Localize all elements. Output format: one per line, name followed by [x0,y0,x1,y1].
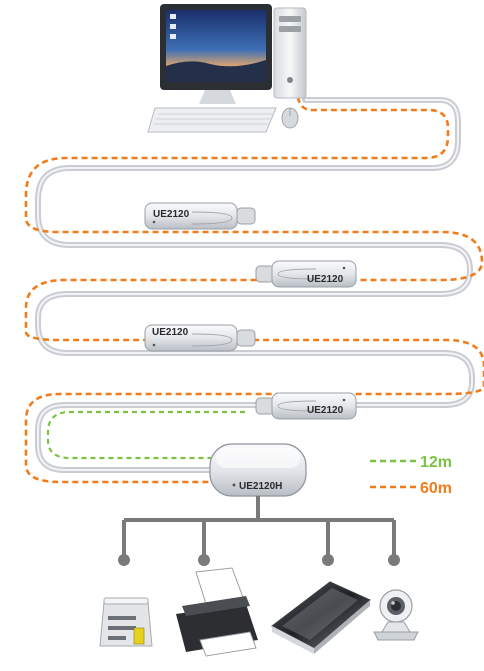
legend-label-12m: 12m [420,454,452,471]
computer-icon [147,4,307,133]
extender-3-label: UE2120 [152,327,189,338]
extender-3: UE2120 [144,324,256,352]
extender-1: UE2120 [144,202,256,230]
device-tree [122,496,396,556]
usb-hub: UE2120H [209,443,307,497]
legend-label-60m: 60m [420,480,452,497]
webcam-icon [373,589,419,641]
extender-1-label: UE2120 [153,209,190,220]
scanner-icon [271,581,371,654]
hub-label: UE2120H [239,481,282,492]
extender-2: UE2120 [255,260,357,288]
card-reader-icon [99,597,153,647]
usb-cable [35,97,475,473]
extender-2-label: UE2120 [307,274,344,285]
printer-icon [176,567,258,657]
legend: 12m 60m [370,454,452,497]
range-line-60m [24,96,484,484]
extender-4-label: UE2120 [307,405,344,416]
range-line-12m [46,410,245,460]
extender-4: UE2120 [255,392,357,420]
